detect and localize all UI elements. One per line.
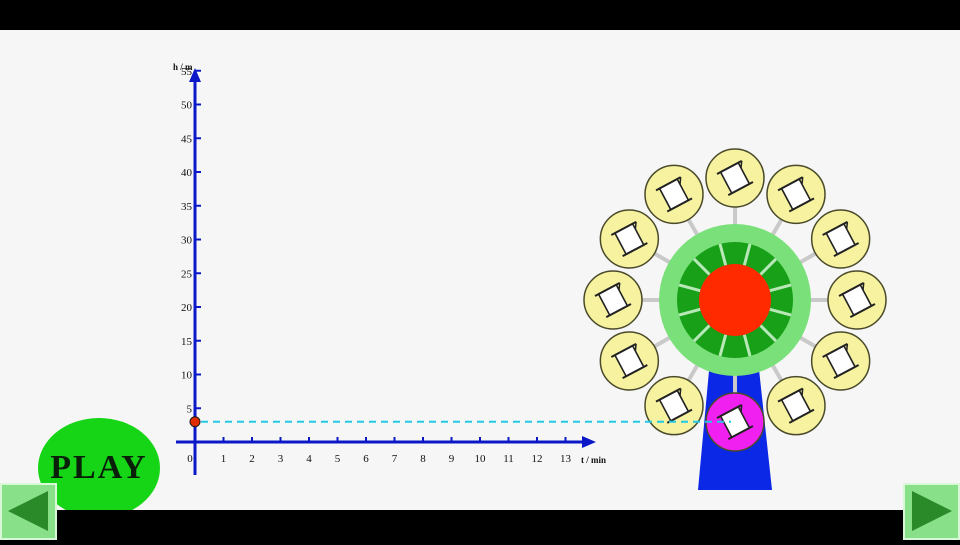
x-tick-label: 3 xyxy=(278,453,284,465)
wheel-inner-spoke xyxy=(718,243,728,266)
x-tick-label: 13 xyxy=(560,453,572,465)
triangle-right-icon xyxy=(903,483,960,540)
bottom-letterbox-bar xyxy=(0,510,960,540)
x-tick-label: 5 xyxy=(335,453,341,465)
wheel-inner-spoke xyxy=(759,257,778,276)
gondola xyxy=(644,164,704,225)
gondola xyxy=(810,331,871,391)
ferris-wheel-inner-spokes xyxy=(678,243,792,357)
next-slide-button[interactable] xyxy=(903,483,960,540)
y-axis-arrow-icon xyxy=(189,68,201,82)
x-tick-label: 12 xyxy=(532,453,543,465)
y-tick-label: 55 xyxy=(181,66,193,78)
y-tick-label: 20 xyxy=(181,302,193,314)
wheel-inner-spoke xyxy=(769,307,792,317)
gondola xyxy=(599,209,660,269)
play-button-label: PLAY xyxy=(50,449,148,486)
y-tick-label: 10 xyxy=(181,370,193,382)
y-axis-ticks: 5 10 15 20 25 30 35 40 45 50 55 xyxy=(181,66,201,415)
ferris-wheel xyxy=(583,148,887,490)
x-tick-label: 8 xyxy=(420,453,426,465)
wheel-inner-spoke xyxy=(678,283,701,293)
x-tick-label: 11 xyxy=(503,453,514,465)
wheel-inner-spoke xyxy=(718,334,728,357)
y-tick-label: 45 xyxy=(181,133,193,145)
gondola xyxy=(766,375,826,436)
gondola xyxy=(810,209,871,269)
gondola xyxy=(599,331,660,391)
current-height-point xyxy=(189,416,201,428)
previous-slide-button[interactable] xyxy=(0,483,57,540)
wheel-inner-spoke xyxy=(742,334,752,357)
y-tick-label: 35 xyxy=(181,201,193,213)
wheel-inner-spoke xyxy=(678,307,701,317)
gondola xyxy=(583,270,643,330)
x-tick-label: 6 xyxy=(363,453,369,465)
gondola xyxy=(827,270,887,330)
top-letterbox-bar xyxy=(0,0,960,30)
play-button[interactable]: PLAY xyxy=(38,418,160,518)
y-tick-label: 30 xyxy=(181,235,193,247)
wheel-inner-spoke xyxy=(742,243,752,266)
ferris-wheel-gondolas xyxy=(583,148,887,452)
x-axis-arrow-icon xyxy=(582,436,596,448)
triangle-left-icon xyxy=(0,483,57,540)
y-tick-label: 15 xyxy=(181,336,193,348)
gondola xyxy=(705,148,765,208)
wheel-inner-spoke xyxy=(692,324,711,343)
x-tick-label: 2 xyxy=(249,453,255,465)
gondola xyxy=(766,164,826,225)
ferris-wheel-hub xyxy=(699,264,771,336)
y-tick-label: 50 xyxy=(181,100,193,112)
x-tick-label: 7 xyxy=(392,453,398,465)
x-tick-label: 0 xyxy=(187,453,193,465)
x-tick-label: 4 xyxy=(306,453,312,465)
x-tick-label: 1 xyxy=(221,453,227,465)
y-axis-label: h / m xyxy=(173,62,193,72)
y-tick-label: 40 xyxy=(181,167,193,179)
x-tick-label: 9 xyxy=(449,453,455,465)
y-tick-label: 5 xyxy=(187,403,193,415)
wheel-inner-spoke xyxy=(769,283,792,293)
wheel-inner-spoke xyxy=(759,324,778,343)
x-axis-label: t / min xyxy=(581,455,606,465)
y-tick-label: 25 xyxy=(181,268,193,280)
x-tick-label: 10 xyxy=(475,453,487,465)
gondola xyxy=(644,375,704,436)
gondola-active xyxy=(705,392,765,452)
wheel-inner-spoke xyxy=(692,257,711,276)
